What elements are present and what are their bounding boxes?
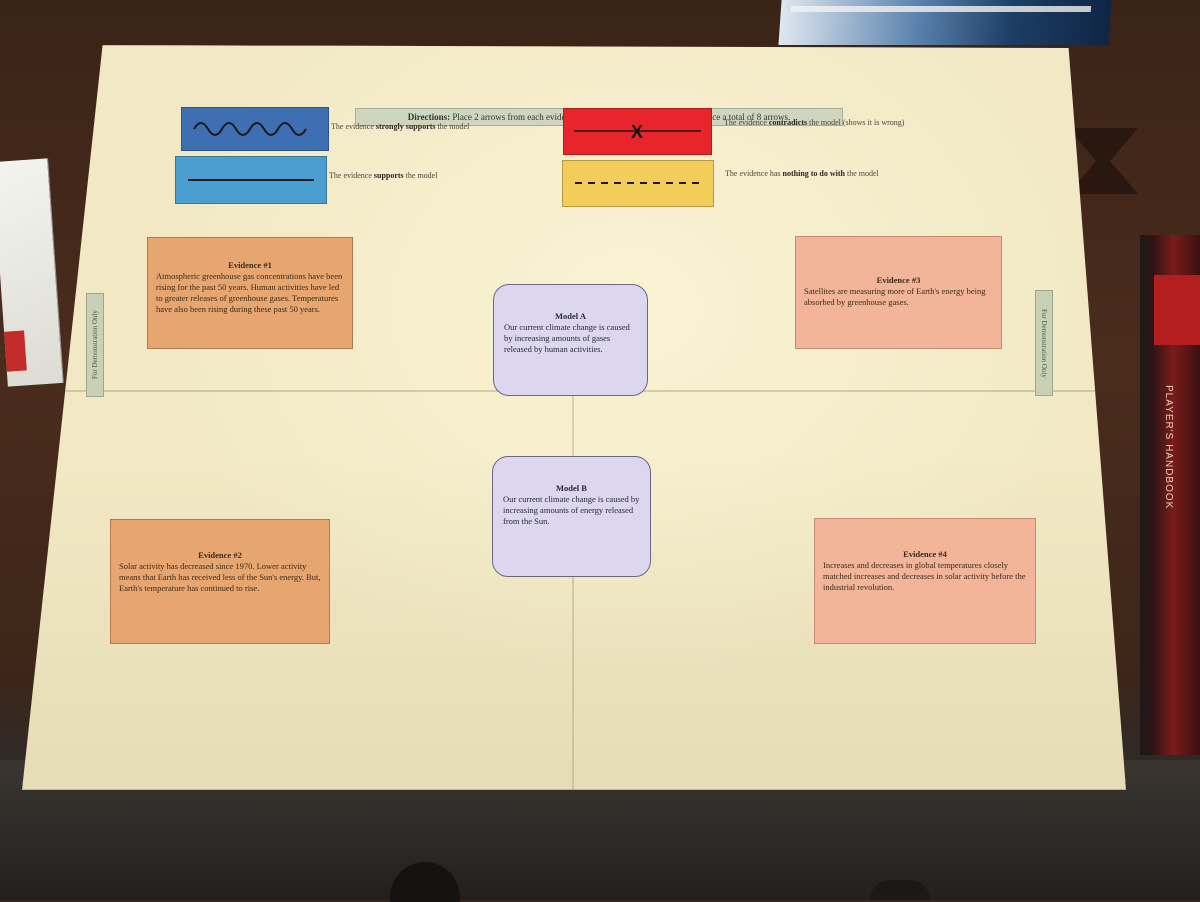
model-a-card: Model A Our current climate change is ca…: [493, 284, 648, 396]
svg-text:X: X: [631, 122, 643, 142]
book-right: PLAYER'S HANDBOOK: [1140, 235, 1200, 755]
key-label-contradicts: The evidence contradicts the model (show…: [724, 118, 905, 127]
book-spine-title: PLAYER'S HANDBOOK: [1163, 385, 1174, 510]
side-tab-right: For Demonstration Only: [1035, 290, 1053, 396]
key-label-strongly-supports: The evidence strongly supports the model: [331, 122, 470, 131]
model-title: Model A: [555, 311, 586, 321]
evidence-text: Atmospheric greenhouse gas concentration…: [156, 271, 343, 314]
evidence-title: Evidence #4: [903, 549, 947, 559]
model-text: Our current climate change is caused by …: [504, 322, 630, 354]
evidence-card-4: Evidence #4 Increases and decreases in g…: [814, 518, 1036, 644]
shoe-shadow-2: [870, 880, 930, 900]
evidence-title: Evidence #2: [198, 550, 242, 560]
key-dashed-arrow: [562, 160, 714, 207]
evidence-text: Solar activity has decreased since 1970.…: [119, 561, 321, 593]
evidence-title: Evidence #3: [876, 275, 921, 285]
key-crossed-arrow: X: [563, 108, 712, 155]
evidence-text: Increases and decreases in global temper…: [823, 560, 1026, 592]
evidence-card-1: Evidence #1 Atmospheric greenhouse gas c…: [147, 237, 353, 349]
directions-label: Directions:: [407, 112, 451, 122]
paper-left: [0, 158, 64, 387]
side-tab-left: For Demonstration Only: [86, 293, 104, 397]
evidence-text: Satellites are measuring more of Earth's…: [804, 286, 986, 307]
key-label-nothing-to-do-with: The evidence has nothing to do with the …: [725, 169, 879, 178]
evidence-card-3: Evidence #3 Satellites are measuring mor…: [795, 236, 1002, 349]
evidence-card-2: Evidence #2 Solar activity has decreased…: [110, 519, 330, 644]
books-stack-top: [778, 0, 1112, 45]
model-b-card: Model B Our current climate change is ca…: [492, 456, 651, 577]
poster-board: Directions: Place 2 arrows from each evi…: [22, 45, 1126, 790]
evidence-title: Evidence #1: [228, 260, 272, 270]
model-title: Model B: [556, 483, 587, 493]
model-text: Our current climate change is caused by …: [503, 494, 640, 526]
key-wavy-arrow: [181, 107, 329, 151]
key-label-supports: The evidence supports the model: [329, 171, 438, 180]
key-solid-arrow: [175, 156, 327, 204]
